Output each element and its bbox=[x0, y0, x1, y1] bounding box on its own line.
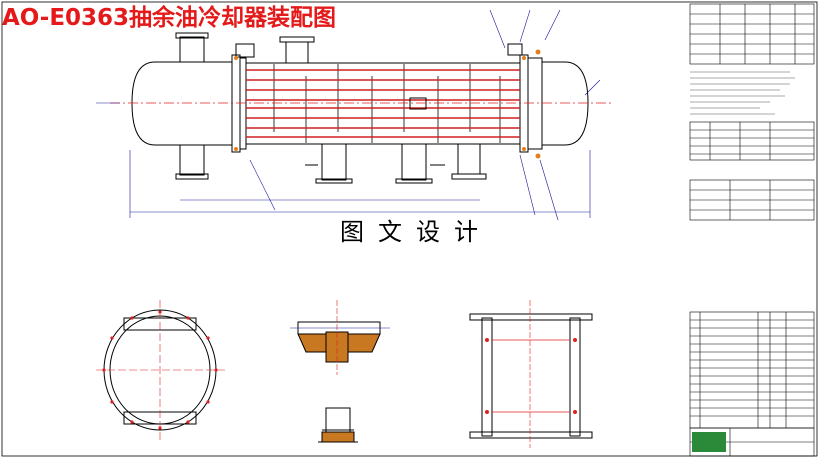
tube-bundle bbox=[246, 69, 520, 138]
leader-lines bbox=[249, 9, 601, 221]
nozzle-table bbox=[689, 121, 815, 161]
section-c-c-view bbox=[469, 300, 593, 448]
design-data-table bbox=[689, 179, 815, 221]
saddle-support-right bbox=[395, 143, 433, 184]
shell-inlet-nozzle bbox=[285, 41, 309, 64]
watermark-text: 图文设计 bbox=[340, 218, 492, 246]
floating-head-cover bbox=[542, 61, 589, 146]
shell-outlet-nozzle bbox=[457, 143, 481, 175]
nameplate bbox=[409, 97, 427, 110]
section-bolts bbox=[485, 338, 577, 414]
detail-view-section bbox=[318, 407, 358, 443]
company-logo bbox=[692, 432, 726, 452]
inlet-nozzle bbox=[179, 36, 205, 63]
outlet-nozzle bbox=[179, 144, 205, 176]
end-view-bolts bbox=[102, 310, 218, 430]
drawing-title: AO-E0363抽余油冷却器装配图 bbox=[2, 5, 337, 31]
technical-data-table bbox=[689, 3, 815, 65]
saddle-support-left bbox=[315, 143, 353, 184]
baffles bbox=[273, 64, 501, 143]
main-elevation-view bbox=[96, 9, 612, 221]
flange-bolts bbox=[234, 49, 541, 159]
dimension-lines bbox=[96, 102, 591, 218]
end-view bbox=[96, 300, 225, 440]
detail-view-i bbox=[290, 300, 390, 375]
technical-notes bbox=[690, 71, 795, 115]
left-channel-head bbox=[131, 61, 156, 146]
title-block bbox=[689, 427, 815, 457]
parts-list-table bbox=[689, 311, 815, 429]
